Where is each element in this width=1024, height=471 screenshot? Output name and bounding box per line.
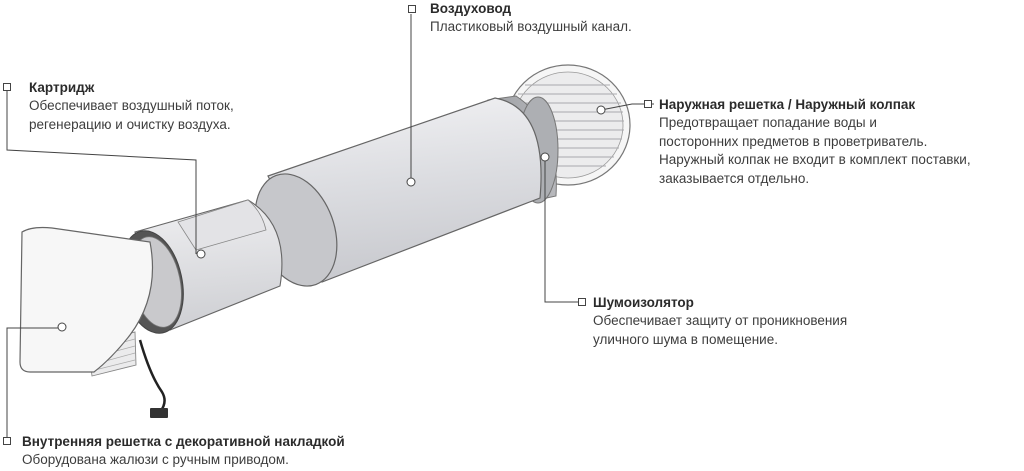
cartridge-marker <box>3 83 11 91</box>
callout-outer-grille-line: заказывается отдельно. <box>659 170 810 186</box>
callout-cartridge-line: регенерацию и очистку воздуха. <box>29 116 231 132</box>
callout-silencer-title: Шумоизолятор <box>593 295 694 310</box>
duct-marker <box>408 5 416 13</box>
leader-dots <box>57 105 606 332</box>
air-duct <box>254 97 542 287</box>
cable-connector <box>150 408 168 418</box>
callout-outer-grille-title: Наружная решетка / Наружный колпак <box>659 97 916 112</box>
callout-silencer: Шумоизолятор Обеспечивает защиту от прон… <box>593 294 847 349</box>
callout-inner-grille-title: Внутренняя решетка с декоративной наклад… <box>22 434 345 449</box>
callout-duct-line: Пластиковый воздушный канал. <box>430 19 632 34</box>
callout-cartridge: Картридж Обеспечивает воздушный поток, р… <box>29 79 234 134</box>
callout-inner-grille-line: Оборудована жалюзи с ручным приводом. <box>22 452 289 467</box>
silencer-marker <box>578 298 586 306</box>
callout-outer-grille-line: Предотвращает попадание воды и <box>659 115 877 130</box>
callout-silencer-line: уличного шума в помещение. <box>593 331 778 347</box>
callout-cartridge-line: Обеспечивает воздушный поток, <box>29 98 234 113</box>
inner-grille <box>19 226 154 377</box>
callout-outer-grille: Наружная решетка / Наружный колпак Предо… <box>659 96 971 188</box>
callout-outer-grille-line: Наружный колпак не входит в комплект пос… <box>659 152 971 167</box>
callout-silencer-line: Обеспечивает защиту от проникновения <box>593 313 848 328</box>
callout-duct: Воздуховод Пластиковый воздушный канал. <box>430 0 632 37</box>
callout-inner-grille: Внутренняя решетка с декоративной наклад… <box>22 433 345 470</box>
power-cable <box>138 339 166 413</box>
outer-grille-marker <box>644 100 652 108</box>
inner-grille-marker <box>3 437 11 445</box>
callout-duct-title: Воздуховод <box>430 1 512 16</box>
callout-cartridge-title: Картридж <box>29 80 95 95</box>
callout-outer-grille-line: посторонних предметов в проветриватель. <box>659 133 928 149</box>
